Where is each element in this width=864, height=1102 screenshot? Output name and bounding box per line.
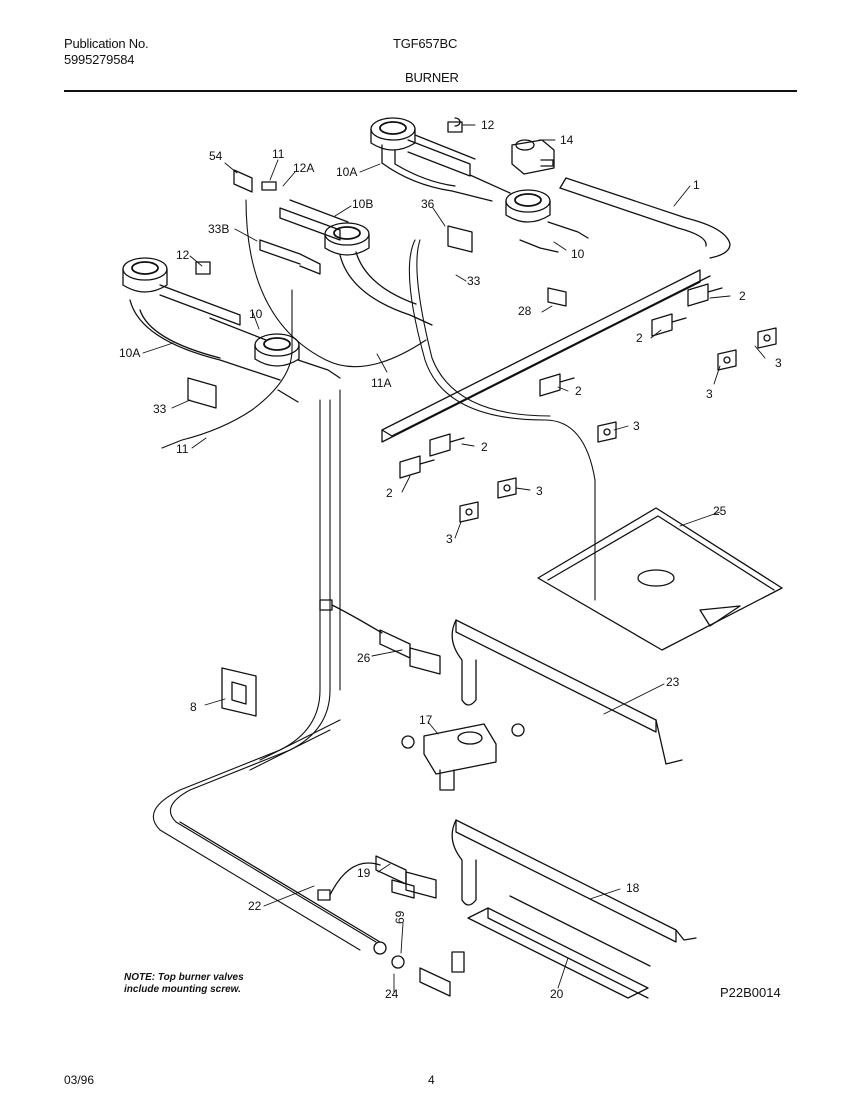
- label-2-e: 2: [386, 486, 393, 500]
- footer-date: 03/96: [64, 1073, 95, 1087]
- burner-left-center: [209, 317, 341, 403]
- igniter-upper: [319, 599, 441, 675]
- label-20: 20: [550, 987, 564, 1001]
- baffle-20: [467, 895, 651, 999]
- label-22: 22: [248, 899, 262, 913]
- label-24: 24: [385, 987, 399, 1001]
- oven-burner-tube: [451, 619, 683, 765]
- label-3-a: 3: [775, 356, 782, 370]
- burner-left-front: [122, 257, 281, 381]
- label-3-e: 3: [446, 532, 453, 546]
- label-28: 28: [518, 304, 532, 318]
- leader-lines: [142, 124, 766, 993]
- label-11-left: 11: [176, 442, 189, 456]
- oven-valve: [401, 723, 525, 791]
- label-26: 26: [357, 651, 371, 665]
- label-23: 23: [666, 675, 680, 689]
- label-10a-rear: 10A: [336, 165, 357, 179]
- label-33-upper: 33: [467, 274, 481, 288]
- part-labels: 54 11 12A 10A 12 14 1 10B 33B 36 10 33 2…: [119, 118, 782, 1001]
- label-8: 8: [190, 700, 197, 714]
- burner-rear-right: [370, 117, 493, 202]
- label-18: 18: [626, 881, 640, 895]
- burner-left-rear: [259, 199, 433, 326]
- note-line-1: NOTE: Top burner valves: [124, 972, 244, 983]
- label-12a: 12A: [293, 161, 314, 175]
- label-2-d: 2: [481, 440, 488, 454]
- label-19: 19: [357, 866, 371, 880]
- knob-bezels: [459, 327, 777, 523]
- orifice-fittings: [179, 821, 465, 997]
- burner-front-right: [469, 174, 589, 253]
- label-36: 36: [421, 197, 435, 211]
- label-2-a: 2: [739, 289, 746, 303]
- bracket-8: [221, 667, 257, 717]
- label-54: 54: [209, 149, 223, 163]
- label-25: 25: [713, 504, 727, 518]
- label-10a-left: 10A: [119, 346, 140, 360]
- manifold-tube-1: [559, 177, 731, 259]
- label-12-rear: 12: [481, 118, 495, 132]
- label-12-left: 12: [176, 248, 190, 262]
- page-number: 4: [428, 1073, 435, 1087]
- label-33-left: 33: [153, 402, 167, 416]
- label-14: 14: [560, 133, 574, 147]
- label-3-c: 3: [633, 419, 640, 433]
- valve-group: [399, 283, 723, 479]
- publication-number: 5995279584: [64, 52, 135, 67]
- manifold-bar: [381, 269, 711, 443]
- oven-bottom-panel: [537, 507, 783, 651]
- bracket-54: [233, 169, 277, 193]
- label-10-left: 10: [249, 307, 263, 321]
- label-2-c: 2: [575, 384, 582, 398]
- regulator-14: [511, 139, 555, 175]
- label-1: 1: [693, 178, 700, 192]
- label-2-b: 2: [636, 331, 643, 345]
- mounting-note: NOTE: Top burner valves include mounting…: [124, 972, 244, 996]
- label-3-b: 3: [706, 387, 713, 401]
- drawing-code: P22B0014: [720, 985, 781, 1000]
- label-3-d: 3: [536, 484, 543, 498]
- label-69: 69: [393, 910, 407, 924]
- model-number: TGF657BC: [393, 36, 458, 51]
- tubing: [152, 199, 596, 951]
- label-11: 11: [272, 147, 285, 161]
- publication-label: Publication No.: [64, 36, 149, 51]
- broil-burner: [451, 819, 697, 943]
- label-17: 17: [419, 713, 433, 727]
- label-11a: 11A: [371, 376, 391, 390]
- igniter-lower: [317, 855, 437, 901]
- label-10-rear: 10: [571, 247, 585, 261]
- header-rule: [64, 90, 797, 92]
- note-line-2: include mounting screw.: [124, 984, 241, 995]
- brackets: [187, 225, 567, 409]
- label-10b: 10B: [352, 197, 373, 211]
- section-title: BURNER: [405, 70, 459, 85]
- label-33b: 33B: [208, 222, 229, 236]
- rear-clip-12: [447, 117, 463, 133]
